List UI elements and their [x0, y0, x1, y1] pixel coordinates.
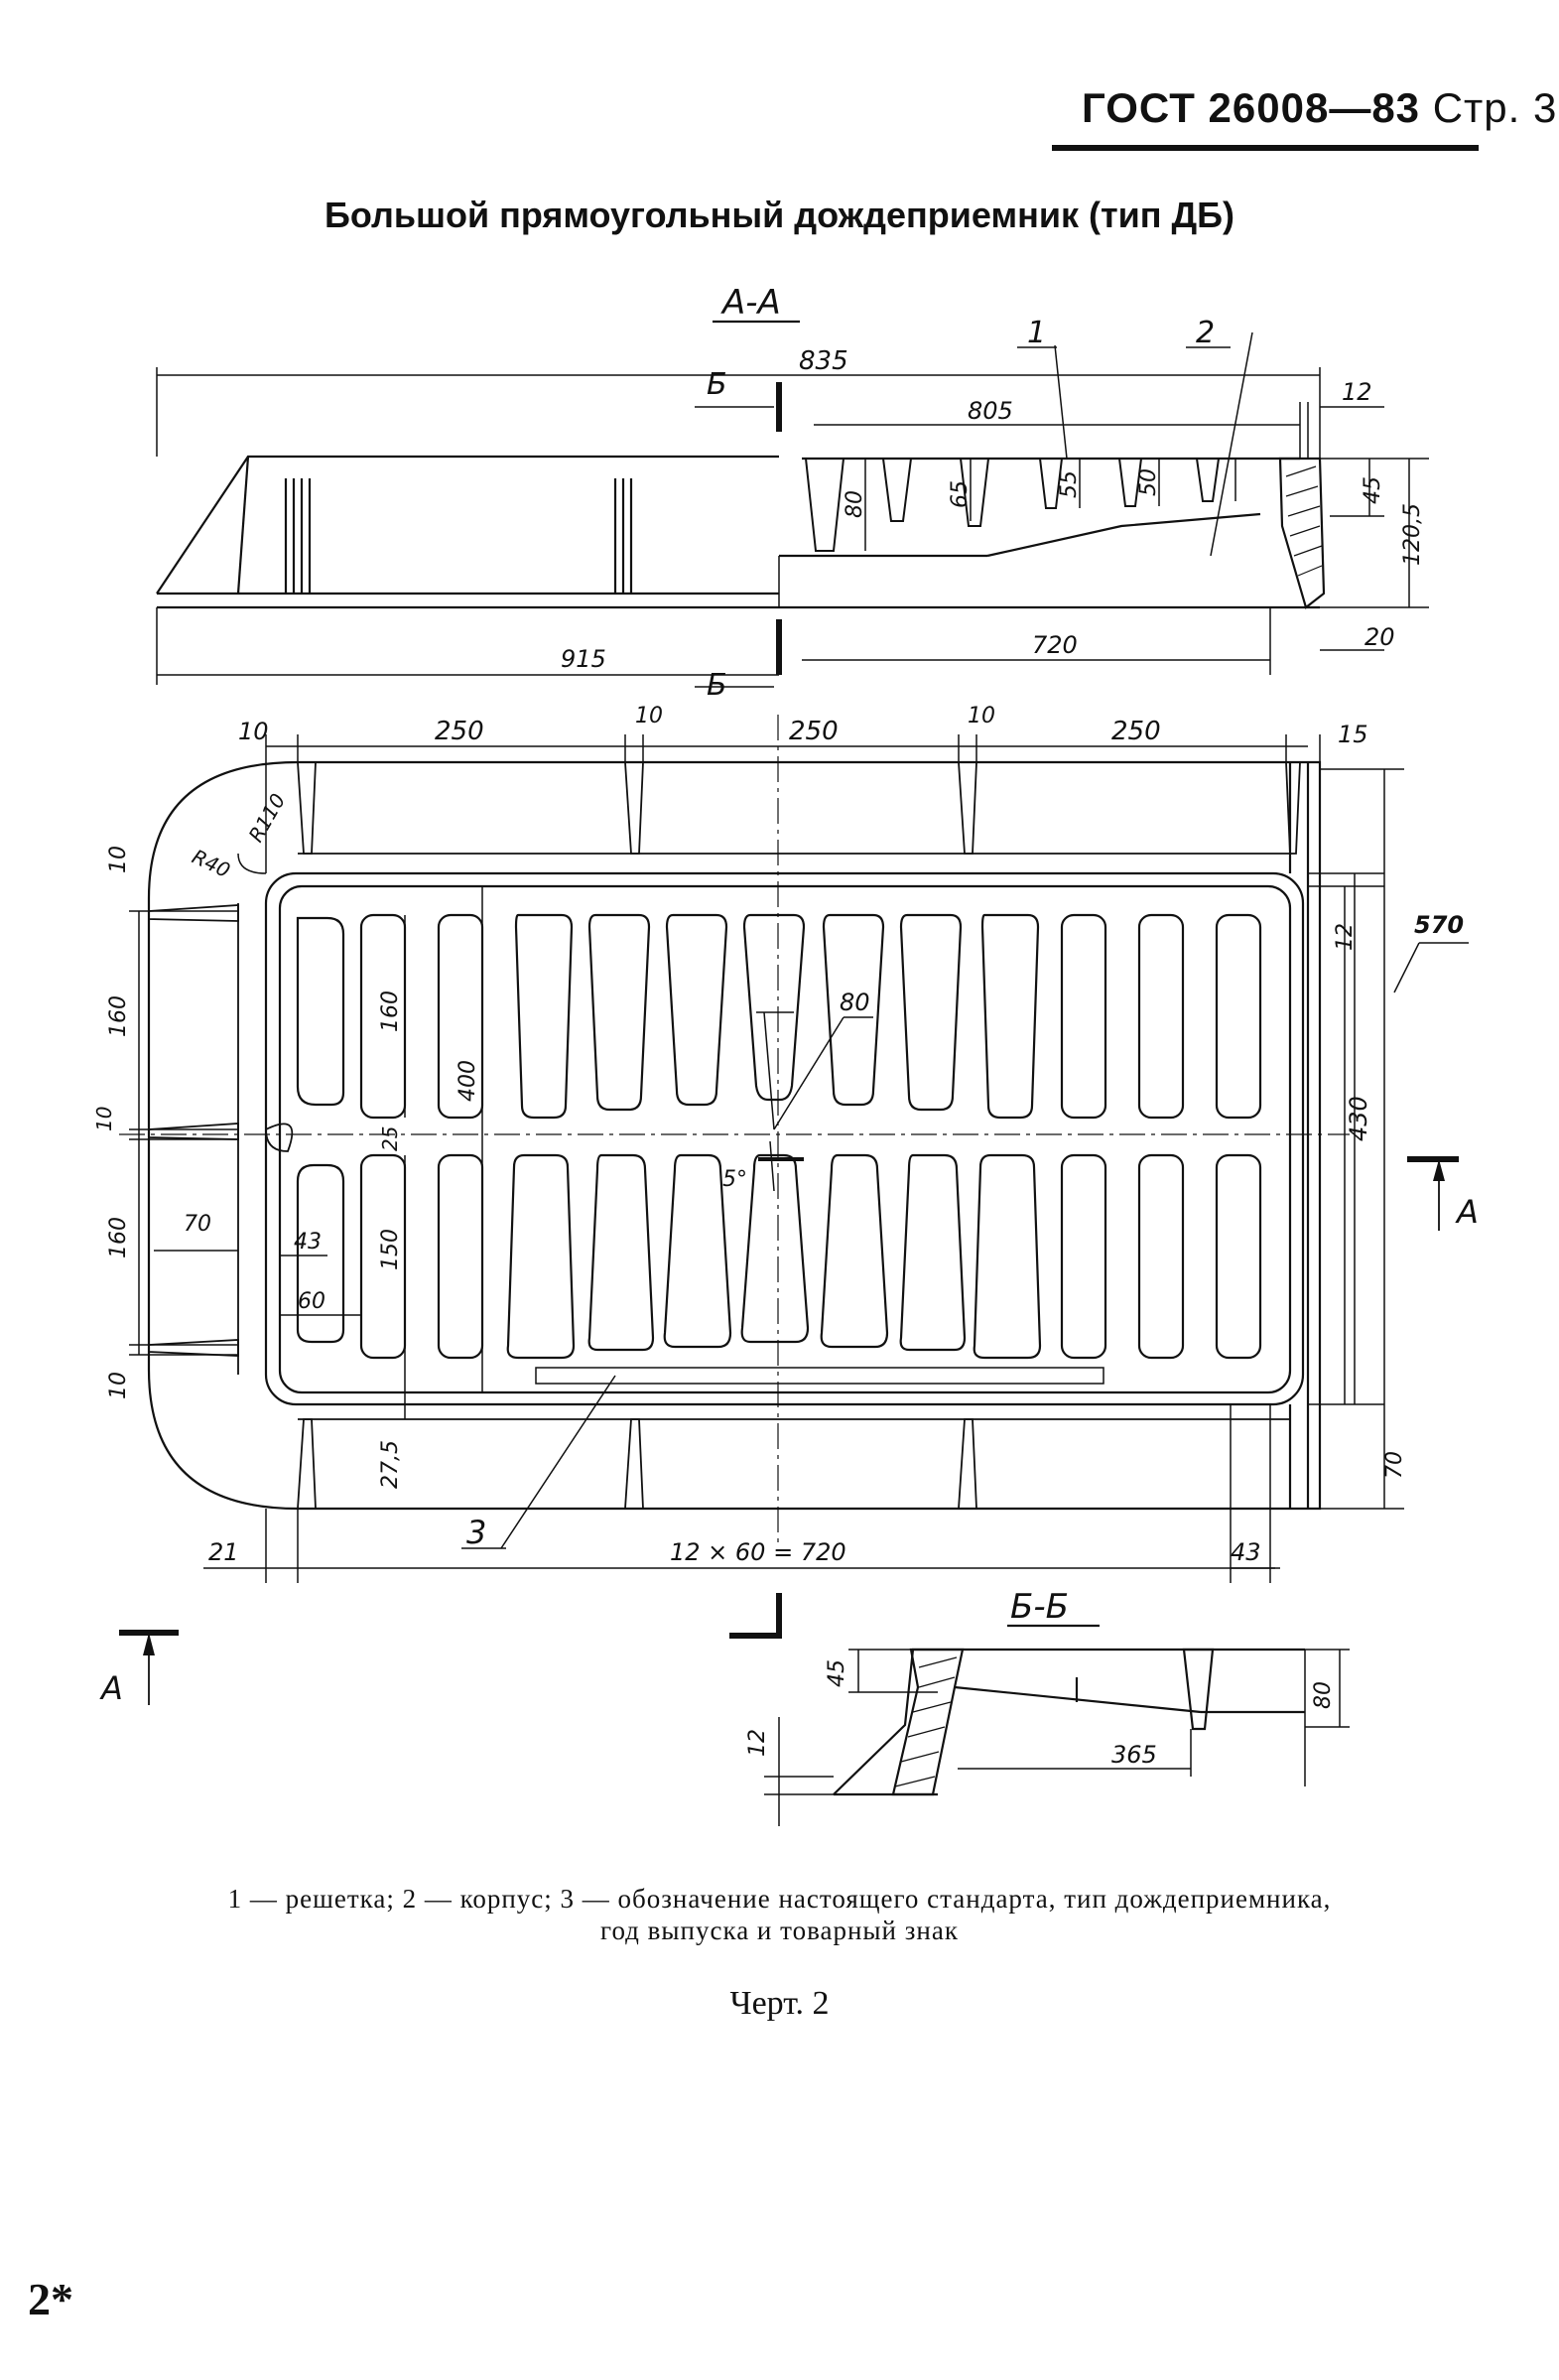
section-aa-view: А-А Б Б — [156, 283, 1429, 703]
dim-27-5: 27,5 — [378, 1440, 403, 1489]
cut-a-right: А — [1455, 1193, 1479, 1231]
page-header: ГОСТ 26008—83 Стр. 3 — [1082, 84, 1557, 132]
dim-570: 570 — [1414, 911, 1464, 939]
dim-5deg: 5° — [722, 1167, 747, 1192]
header-rule — [1052, 145, 1479, 151]
page-number: Стр. 3 — [1432, 84, 1558, 131]
dim-150: 150 — [378, 1229, 403, 1270]
dim-10-left-3: 10 — [106, 1372, 131, 1399]
grate-slots-bottom — [296, 1153, 1262, 1360]
dim-21: 21 — [208, 1538, 239, 1566]
dim-43: 43 — [294, 1230, 322, 1255]
dim-250-a: 250 — [435, 717, 484, 746]
grate-slots-top — [296, 913, 1262, 1120]
section-bb-label: Б-Б — [1010, 1587, 1069, 1627]
legend-line-1: 1 — решетка; 2 — корпус; 3 — обозначение… — [227, 1884, 1332, 1914]
dim-400: 400 — [455, 1060, 480, 1102]
callout-3: 3 — [466, 1514, 486, 1551]
dim-80-plan: 80 — [840, 989, 870, 1016]
callout-2: 2 — [1196, 316, 1215, 350]
dim-20: 20 — [1364, 623, 1395, 651]
dim-12-top: 12 — [1342, 378, 1372, 406]
dim-160-left-2: 160 — [106, 1217, 131, 1258]
dim-80-bar: 80 — [843, 490, 867, 518]
dim-70-right: 70 — [1382, 1451, 1407, 1479]
dim-65: 65 — [948, 480, 973, 508]
section-aa-label: А-А — [720, 283, 781, 323]
dim-10-a: 10 — [238, 718, 269, 745]
marking-plate — [535, 1367, 1104, 1385]
dim-915: 915 — [561, 645, 606, 673]
dim-15: 15 — [1338, 721, 1368, 748]
dim-720-section: 720 — [1032, 631, 1078, 659]
legend-line-2: год выпуска и товарный знак — [600, 1916, 959, 1945]
dim-55: 55 — [1057, 470, 1082, 498]
callout-1: 1 — [1027, 316, 1046, 350]
bb-dim-12: 12 — [745, 1729, 770, 1757]
dim-70-left: 70 — [184, 1212, 211, 1237]
plan-view: А А — [92, 704, 1479, 1707]
dim-250-c: 250 — [1111, 717, 1161, 746]
dim-430: 430 — [1345, 1096, 1372, 1141]
dim-160-inner: 160 — [378, 991, 403, 1032]
technical-drawing: А-А Б Б — [92, 283, 1479, 1826]
page-title: Большой прямоугольный дождеприемник (тип… — [325, 195, 1234, 235]
bb-dim-80: 80 — [1311, 1681, 1336, 1709]
dim-10-c: 10 — [968, 704, 995, 728]
dim-805: 805 — [968, 397, 1013, 425]
dim-50: 50 — [1136, 468, 1161, 496]
section-bb-view: Б-Б 45 12 80 365 — [745, 1587, 1350, 1826]
dim-12x60: 12 × 60 = 720 — [670, 1538, 846, 1566]
standard-number: ГОСТ 26008—83 — [1082, 84, 1421, 131]
dim-120-5: 120,5 — [1400, 503, 1425, 566]
dim-12-plan: 12 — [1333, 923, 1358, 951]
dim-60: 60 — [298, 1289, 325, 1314]
dim-r110: R110 — [244, 789, 291, 846]
dim-250-b: 250 — [789, 717, 839, 746]
dim-10-b: 10 — [635, 704, 663, 728]
dim-43-bottom: 43 — [1231, 1538, 1261, 1566]
dim-835: 835 — [799, 346, 848, 376]
page-mark: 2* — [28, 2274, 73, 2324]
dim-10-left-1: 10 — [106, 846, 131, 873]
figure-label: Черт. 2 — [729, 1985, 830, 2022]
bb-dim-45: 45 — [825, 1659, 849, 1687]
dim-45: 45 — [1361, 476, 1385, 504]
dim-10-left-2: 10 — [92, 1107, 116, 1131]
dim-25: 25 — [378, 1126, 402, 1151]
cut-b-bottom: Б — [707, 668, 727, 703]
cut-b-top: Б — [707, 367, 727, 402]
bb-dim-365: 365 — [1111, 1741, 1157, 1769]
cut-a-left: А — [99, 1669, 123, 1707]
dim-160-left-1: 160 — [106, 995, 131, 1037]
dim-r40: R40 — [189, 845, 234, 882]
